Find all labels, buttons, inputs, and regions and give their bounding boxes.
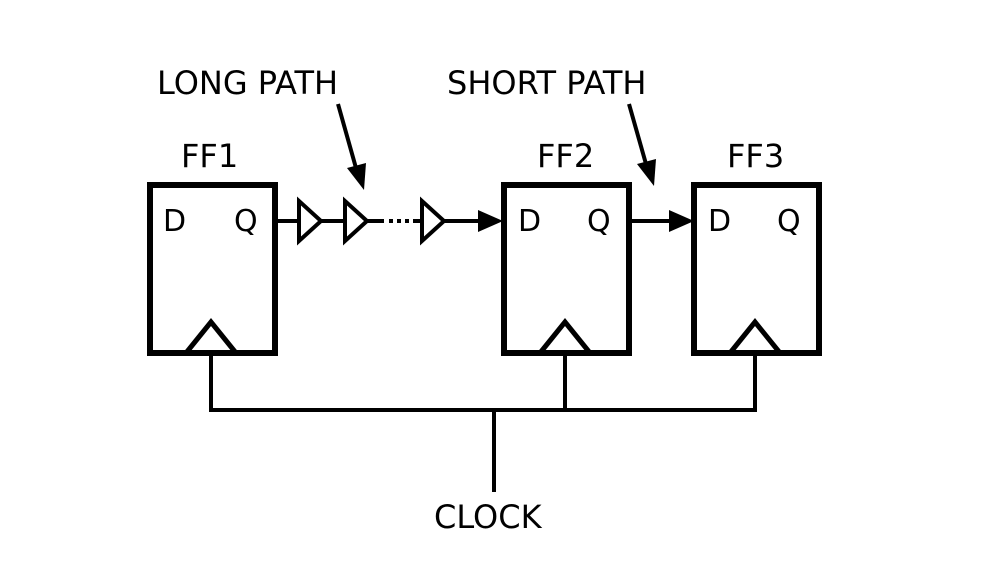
ff3-clock-triangle [728,318,782,355]
buffer-icon [297,196,324,246]
arrowhead-icon [478,210,503,232]
short-path-wire [629,210,694,232]
short-path-label: SHORT PATH [447,64,646,102]
ff2-q-pin: Q [587,204,611,239]
ff1-clock-triangle [184,318,238,355]
clock-label: CLOCK [434,498,543,536]
long-path-label: LONG PATH [157,64,338,102]
buffer-icon [420,196,447,246]
long-path-arrow [336,103,366,190]
short-path-arrow [627,103,656,186]
ff2-name: FF2 [537,137,594,175]
ff3-d-pin: D [708,204,731,239]
clock-network [209,353,757,492]
arrowhead-icon [669,210,694,232]
ff1-d-pin: D [163,204,186,239]
long-path-wire [275,196,503,246]
ff1-name: FF1 [181,137,238,175]
ff2-d-pin: D [518,204,541,239]
ff3-name: FF3 [727,137,784,175]
flipflop-ff2: FF2 D Q [501,137,632,356]
flipflop-ff1: FF1 D Q [147,137,278,356]
ff2-clock-triangle [538,318,592,355]
ff3-q-pin: Q [777,204,801,239]
flipflop-ff3: FF3 D Q [691,137,822,356]
ff1-q-pin: Q [234,204,258,239]
buffer-icon [343,196,370,246]
